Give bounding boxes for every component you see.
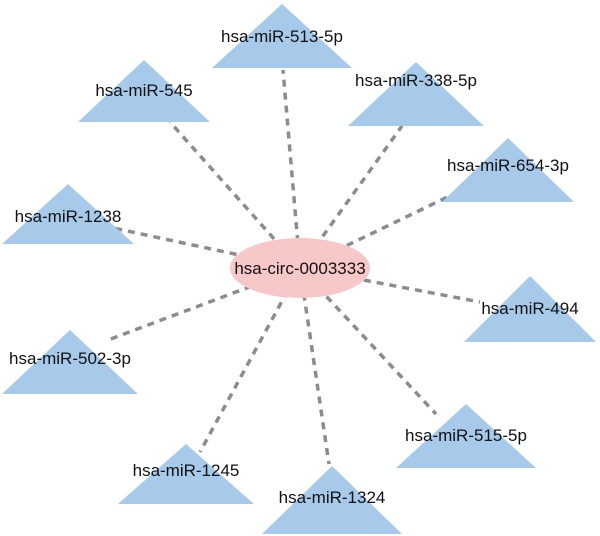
mirna-label: hsa-miR-338-5p: [355, 71, 477, 90]
mirna-label: hsa-miR-515-5p: [405, 426, 527, 445]
mirna-label: hsa-miR-513-5p: [221, 27, 343, 46]
mirna-node-mir-654-3p: hsa-miR-654-3p: [442, 138, 574, 202]
mirna-triangle: [2, 330, 138, 394]
mirna-label: hsa-miR-494: [481, 299, 578, 318]
mirna-label: hsa-miR-545: [95, 81, 192, 100]
mirna-label: hsa-miR-1245: [133, 461, 240, 480]
mirna-triangle: [212, 4, 352, 68]
mirna-node-mir-513-5p: hsa-miR-513-5p: [212, 4, 352, 68]
mirna-node-mir-1238: hsa-miR-1238: [2, 184, 134, 244]
mirna-triangle: [348, 62, 484, 126]
node-layer: hsa-miR-513-5p hsa-miR-545 hsa-miR-338-5p h…: [2, 4, 596, 534]
mirna-node-mir-515-5p: hsa-miR-515-5p: [396, 404, 536, 468]
mirna-node-mir-338-5p: hsa-miR-338-5p: [348, 62, 484, 126]
edge-mir-1245: [198, 267, 302, 453]
hub-node: hsa-circ-0003333: [230, 238, 370, 298]
mirna-node-mir-1324: hsa-miR-1324: [262, 466, 402, 534]
mirna-node-mir-494: hsa-miR-494: [464, 276, 596, 342]
mirna-node-mir-1245: hsa-miR-1245: [118, 444, 254, 504]
mirna-triangle: [442, 138, 574, 202]
mirna-label: hsa-miR-502-3p: [9, 349, 131, 368]
mirna-triangle: [118, 444, 254, 504]
mirna-triangle: [2, 184, 134, 244]
mirna-triangle: [396, 404, 536, 468]
mirna-label: hsa-miR-654-3p: [447, 156, 569, 175]
hub-label: hsa-circ-0003333: [234, 259, 365, 278]
mirna-node-mir-545: hsa-miR-545: [78, 60, 210, 122]
mirna-triangle: [464, 276, 596, 342]
edge-mir-502-3p: [107, 266, 301, 342]
mirna-triangle: [262, 466, 402, 534]
hub-ellipse: [230, 238, 370, 298]
mirna-triangle: [78, 60, 210, 122]
mirna-node-mir-502-3p: hsa-miR-502-3p: [2, 330, 138, 394]
mirna-label: hsa-miR-1324: [279, 488, 386, 507]
mirna-label: hsa-miR-1238: [15, 207, 122, 226]
